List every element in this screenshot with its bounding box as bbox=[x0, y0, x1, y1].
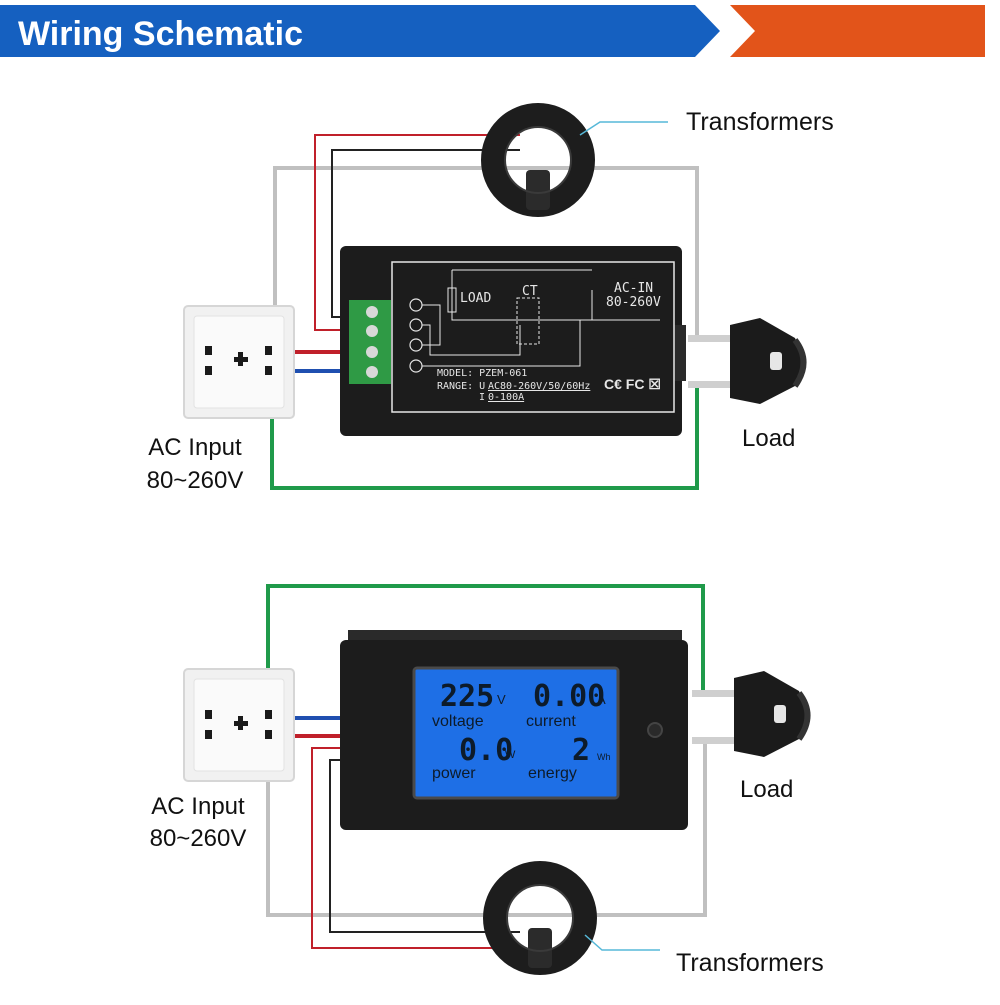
panel-range-i-prefix: I bbox=[479, 392, 485, 403]
panel-ac-in-label: AC-IN bbox=[614, 281, 653, 296]
top-green-wire bbox=[270, 378, 699, 490]
top-ct-red-lead bbox=[314, 134, 520, 331]
top-load-label: Load bbox=[742, 425, 795, 452]
top-load-plug bbox=[688, 318, 807, 404]
top-ac-input-label: AC Input bbox=[148, 434, 242, 461]
bottom-transformers-label: Transformers bbox=[676, 949, 824, 977]
top-meter-back: LOAD CT AC-IN 80-260V MODEL: PZEM-061 RA… bbox=[340, 246, 686, 436]
lcd-power-unit: W bbox=[505, 749, 516, 761]
top-transformers-callout bbox=[579, 121, 668, 136]
top-ac-input-voltage: 80~260V bbox=[147, 467, 244, 494]
reset-button[interactable] bbox=[647, 722, 663, 738]
header-orange-arrow bbox=[730, 5, 985, 57]
bottom-transformers-callout bbox=[584, 934, 660, 951]
panel-ct-label: CT bbox=[522, 284, 538, 299]
bottom-load-label: Load bbox=[740, 776, 793, 803]
lcd-current-value: 0.00 bbox=[533, 679, 605, 714]
lcd-screen bbox=[412, 666, 620, 800]
bottom-meter-front: 225 V voltage 0.00 A current 0.0 W power… bbox=[340, 630, 688, 830]
panel-model: MODEL: PZEM-061 bbox=[437, 368, 527, 379]
bottom-ac-input-label: AC Input bbox=[151, 793, 245, 820]
lcd-current-label: current bbox=[526, 713, 576, 730]
lcd-power-label: power bbox=[432, 765, 476, 782]
panel-range-i: 0-100A bbox=[488, 392, 524, 403]
lcd-power-value: 0.0 bbox=[459, 733, 513, 768]
bottom-ac-input-voltage: 80~260V bbox=[150, 825, 247, 852]
bottom-ct-black-lead bbox=[329, 759, 520, 933]
header-banner: Wiring Schematic bbox=[0, 5, 985, 57]
lcd-voltage-value: 225 bbox=[440, 679, 494, 714]
lcd-energy-value: 2 bbox=[572, 733, 590, 768]
panel-certification-marks: C€ FC ☒ bbox=[604, 376, 661, 392]
panel-range-prefix: RANGE: U bbox=[437, 381, 485, 392]
bottom-ct-red-lead bbox=[311, 747, 520, 949]
panel-range-u: AC80-260V/50/60Hz bbox=[488, 381, 590, 392]
bottom-wall-socket bbox=[183, 668, 295, 782]
lcd-current-unit: A bbox=[597, 692, 606, 707]
bottom-load-plug bbox=[692, 671, 811, 757]
page-title: Wiring Schematic bbox=[18, 15, 303, 53]
panel-load-label: LOAD bbox=[460, 291, 491, 306]
lcd-voltage-label: voltage bbox=[432, 713, 484, 730]
bottom-diagram: Transformers AC Input 80~260V 225 V volt… bbox=[150, 584, 824, 977]
lcd-voltage-unit: V bbox=[497, 692, 506, 707]
bottom-green-wire bbox=[266, 584, 705, 712]
lcd-energy-label: energy bbox=[528, 765, 577, 782]
top-ct-transformer bbox=[481, 103, 595, 217]
top-wall-socket bbox=[183, 305, 295, 419]
top-transformers-label: Transformers bbox=[686, 108, 834, 136]
bottom-ct-transformer bbox=[483, 861, 597, 975]
top-diagram: Transformers AC Input 80~260V bbox=[147, 103, 834, 494]
header-blue-arrow bbox=[0, 5, 720, 57]
panel-ac-in-range: 80-260V bbox=[606, 295, 661, 310]
lcd-energy-unit: Wh bbox=[597, 752, 611, 762]
